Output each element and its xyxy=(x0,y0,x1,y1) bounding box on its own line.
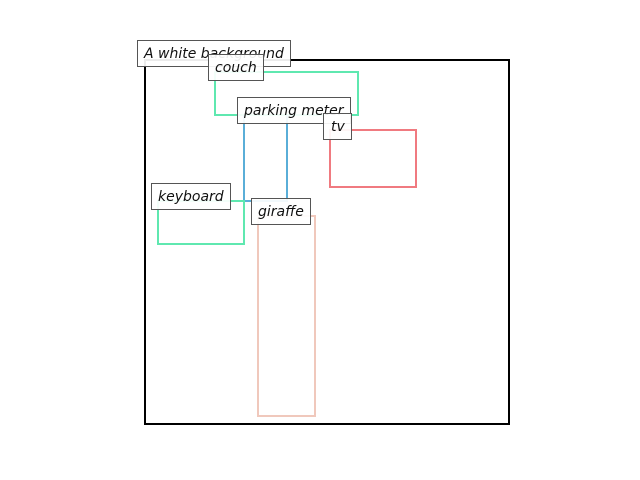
keyboard-label: keyboard xyxy=(151,183,231,210)
tv-box xyxy=(329,129,417,188)
canvas-frame xyxy=(144,59,510,425)
parking-meter-label: parking meter xyxy=(237,97,351,124)
couch-label: couch xyxy=(208,54,264,81)
tv-label: tv xyxy=(323,113,352,140)
giraffe-box xyxy=(257,215,316,417)
giraffe-label: giraffe xyxy=(251,198,311,225)
parking-meter-box xyxy=(243,115,288,202)
